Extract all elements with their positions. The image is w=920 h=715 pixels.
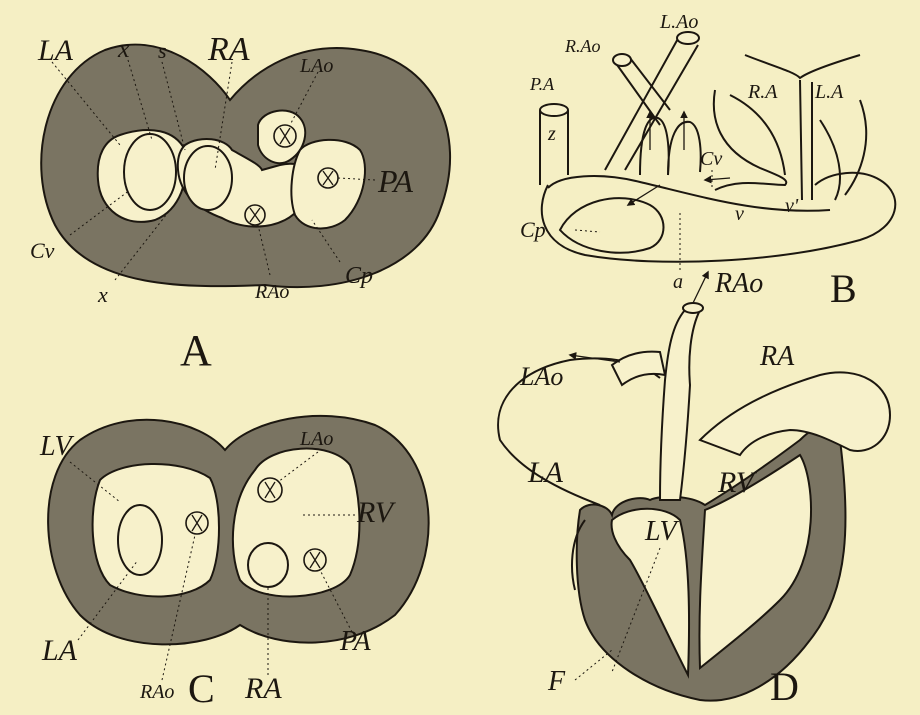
panel-d-label-f: F (547, 666, 566, 697)
panel-c-label-pa: PA (339, 626, 371, 657)
panel-d-label-rao: RAo (714, 268, 763, 299)
panel-c-letter: C (188, 666, 215, 711)
panel-d-label-lv: LV (644, 516, 680, 547)
panel-b-leader-cp (575, 230, 600, 232)
panel-a-label-x-bottom: x (97, 282, 108, 307)
panel-c-left-opening (118, 505, 162, 575)
panel-a-letter: A (180, 326, 212, 375)
panel-d-aorta-trunk (660, 310, 700, 500)
panel-b-label-la: L.A (814, 81, 844, 103)
panel-b-pulmonary-artery (540, 110, 568, 185)
panel-a-left-chamber (124, 134, 176, 210)
panel-b-rao-opening (613, 54, 631, 66)
panel-b-outer-body (542, 173, 896, 262)
panel-b-label-cp: Cp (520, 217, 546, 242)
panel-c-label-lv: LV (39, 431, 75, 462)
panel-d-left-aorta-branch (612, 352, 665, 385)
panel-b-label-pa: P.A (529, 74, 555, 94)
panel-b-label-v: v (735, 203, 744, 225)
panel-d-label-la: LA (527, 456, 564, 489)
panel-c: LV LAo RV LA RAo RA PA C (39, 416, 429, 711)
panel-d-rao-arrow (693, 272, 708, 303)
panel-d-letter: D (770, 664, 799, 709)
panel-b-chamber-cp (560, 198, 664, 253)
panel-d-leader-f (575, 650, 612, 680)
panel-d-label-rv: RV (717, 466, 758, 499)
panel-c-label-la: LA (41, 634, 78, 667)
panel-b-label-cv: Cv (700, 148, 722, 170)
panel-b-label-z: z (547, 123, 556, 145)
panel-a-label-pa: PA (377, 163, 413, 199)
panel-a-label-lao: LAo (299, 55, 333, 77)
panel-a-label-cv: Cv (30, 238, 55, 263)
panel-b-label-rao: R.Ao (564, 36, 601, 56)
panel-b: L.Ao R.Ao P.A z R.A L.A Cv Cp v v' a B (520, 11, 895, 311)
panel-c-label-ra: RA (244, 672, 282, 705)
panel-b-label-a: a (673, 271, 683, 293)
panel-a-label-ra: RA (207, 31, 250, 68)
panel-a-label-cp: Cp (345, 263, 373, 289)
panel-b-label-ra: R.A (747, 81, 778, 103)
panel-c-ra-opening (248, 543, 288, 587)
panel-d: RAo LAo RA LA RV LV F D (498, 268, 890, 709)
panel-b-label-lao: L.Ao (659, 11, 698, 33)
panel-a-label-x-top: x (117, 34, 130, 63)
panel-b-arches (640, 118, 701, 175)
panel-b-right-auricle (714, 90, 786, 190)
panel-c-label-rao: RAo (139, 681, 174, 703)
panel-a-septum-lobe (184, 146, 232, 210)
panel-b-septum-y (745, 55, 860, 200)
panel-a-label-rao: RAo (254, 281, 289, 303)
panel-b-left-auricle (820, 100, 866, 200)
panel-d-label-ra: RA (759, 341, 795, 372)
panel-a-label-s: s (158, 38, 167, 63)
panel-c-label-lao: LAo (299, 428, 333, 450)
panel-c-label-rv: RV (356, 496, 397, 529)
panel-b-label-v-prime: v' (785, 195, 799, 217)
panel-d-rao-opening (683, 303, 703, 313)
panel-b-flow-arrow-cv (705, 178, 730, 180)
panel-a: LA x s RA LAo PA Cv x RAo Cp A (30, 31, 450, 375)
panel-b-pa-opening (540, 104, 568, 116)
panel-b-letter: B (830, 266, 857, 311)
panel-d-label-lao: LAo (519, 362, 563, 391)
panel-b-lao-opening (677, 32, 699, 44)
panel-a-label-la: LA (37, 34, 74, 67)
